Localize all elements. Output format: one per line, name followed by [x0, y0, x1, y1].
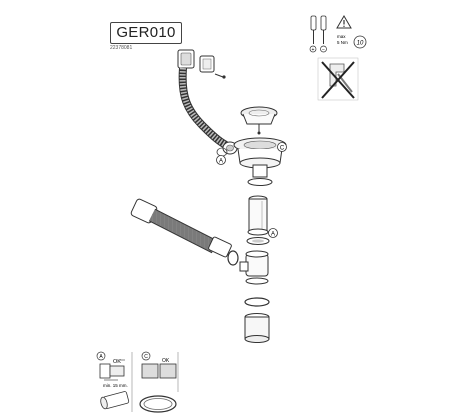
strainer-basket: [240, 106, 278, 135]
overflow-hose: [178, 67, 228, 149]
callout-c: C: [277, 142, 287, 152]
svg-text:C: C: [280, 146, 285, 152]
part-code: 22378081: [110, 45, 133, 51]
detail-a: A OK min. 15 mm.: [96, 351, 133, 412]
minus-screw-icon: −: [320, 45, 327, 53]
plus-screw-icon: +: [309, 45, 317, 53]
detail-a-min: min. 15 mm.: [103, 383, 128, 388]
tools-panel: + − max 5 Nm 10: [309, 15, 367, 101]
torque-value: 5 Nm: [337, 40, 348, 45]
screwdriver-icon: [310, 15, 327, 44]
svg-text:C: C: [144, 354, 148, 360]
flexible-drain-hose: [130, 198, 239, 266]
detail-a-ok: OK: [113, 359, 121, 365]
crossed-out-tool-icon: [317, 57, 359, 101]
overflow-plate: [177, 49, 226, 79]
model-title: GER010: [110, 22, 182, 44]
svg-text:+: +: [312, 47, 315, 53]
svg-text:A: A: [219, 159, 223, 165]
waste-flange: [233, 137, 287, 186]
tail-pipe: [246, 195, 270, 245]
svg-text:A: A: [99, 354, 103, 360]
svg-text:A: A: [271, 232, 275, 238]
detail-c: C OK: [139, 351, 179, 413]
warning-triangle-icon: [336, 15, 352, 29]
detail-c-ok: OK: [162, 358, 170, 364]
torque-label: max: [337, 34, 346, 39]
svg-text:−: −: [322, 47, 325, 53]
callout-a-top: A: [216, 155, 226, 165]
count-badge: 10: [353, 35, 367, 49]
callout-a-bottom: A: [268, 228, 278, 238]
svg-text:10: 10: [357, 41, 364, 47]
bottle-trap: [239, 250, 270, 343]
